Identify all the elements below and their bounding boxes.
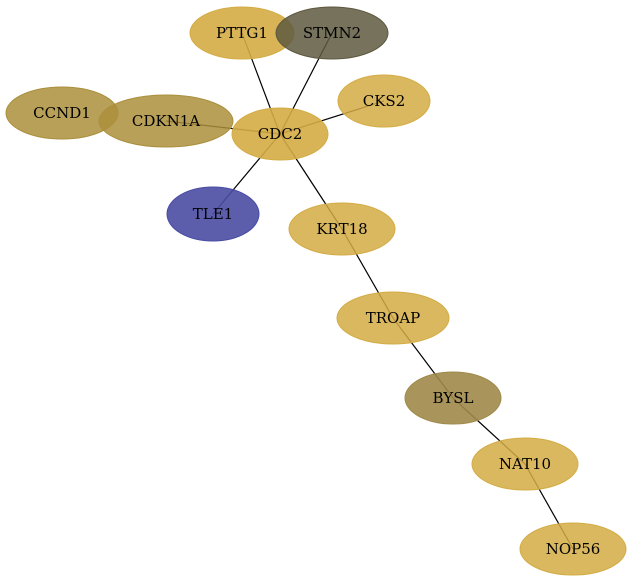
node-label-stmn2: STMN2	[303, 24, 361, 42]
node-label-troap: TROAP	[366, 309, 421, 327]
node-nat10[interactable]: NAT10	[471, 437, 579, 491]
node-label-nop56: NOP56	[546, 540, 601, 558]
node-shape-nop56[interactable]	[519, 522, 627, 576]
node-shape-bysl[interactable]	[404, 371, 502, 425]
node-label-cks2: CKS2	[363, 92, 406, 110]
node-shape-cdc2[interactable]	[231, 107, 329, 161]
node-label-krt18: KRT18	[316, 220, 367, 238]
node-ccnd1[interactable]: CCND1	[5, 86, 119, 140]
node-shape-cdkn1a[interactable]	[98, 94, 234, 148]
node-shape-stmn2[interactable]	[275, 6, 389, 60]
node-label-pttg1: PTTG1	[216, 24, 268, 42]
node-cdkn1a[interactable]: CDKN1A	[98, 94, 234, 148]
node-shape-troap[interactable]	[336, 291, 450, 345]
node-pttg1[interactable]: PTTG1	[189, 6, 295, 60]
node-tle1[interactable]: TLE1	[166, 186, 260, 242]
node-shape-nat10[interactable]	[471, 437, 579, 491]
node-shape-krt18[interactable]	[288, 202, 396, 256]
node-label-cdc2: CDC2	[258, 125, 303, 143]
node-label-bysl: BYSL	[433, 389, 474, 407]
node-cdc2[interactable]: CDC2	[231, 107, 329, 161]
node-krt18[interactable]: KRT18	[288, 202, 396, 256]
node-label-nat10: NAT10	[499, 455, 551, 473]
node-bysl[interactable]: BYSL	[404, 371, 502, 425]
node-shape-cks2[interactable]	[337, 74, 431, 128]
node-troap[interactable]: TROAP	[336, 291, 450, 345]
node-label-tle1: TLE1	[193, 205, 233, 223]
node-cks2[interactable]: CKS2	[337, 74, 431, 128]
node-nop56[interactable]: NOP56	[519, 522, 627, 576]
node-stmn2[interactable]: STMN2	[275, 6, 389, 60]
node-shape-tle1[interactable]	[166, 186, 260, 242]
node-label-cdkn1a: CDKN1A	[132, 112, 200, 130]
node-label-ccnd1: CCND1	[33, 104, 91, 122]
